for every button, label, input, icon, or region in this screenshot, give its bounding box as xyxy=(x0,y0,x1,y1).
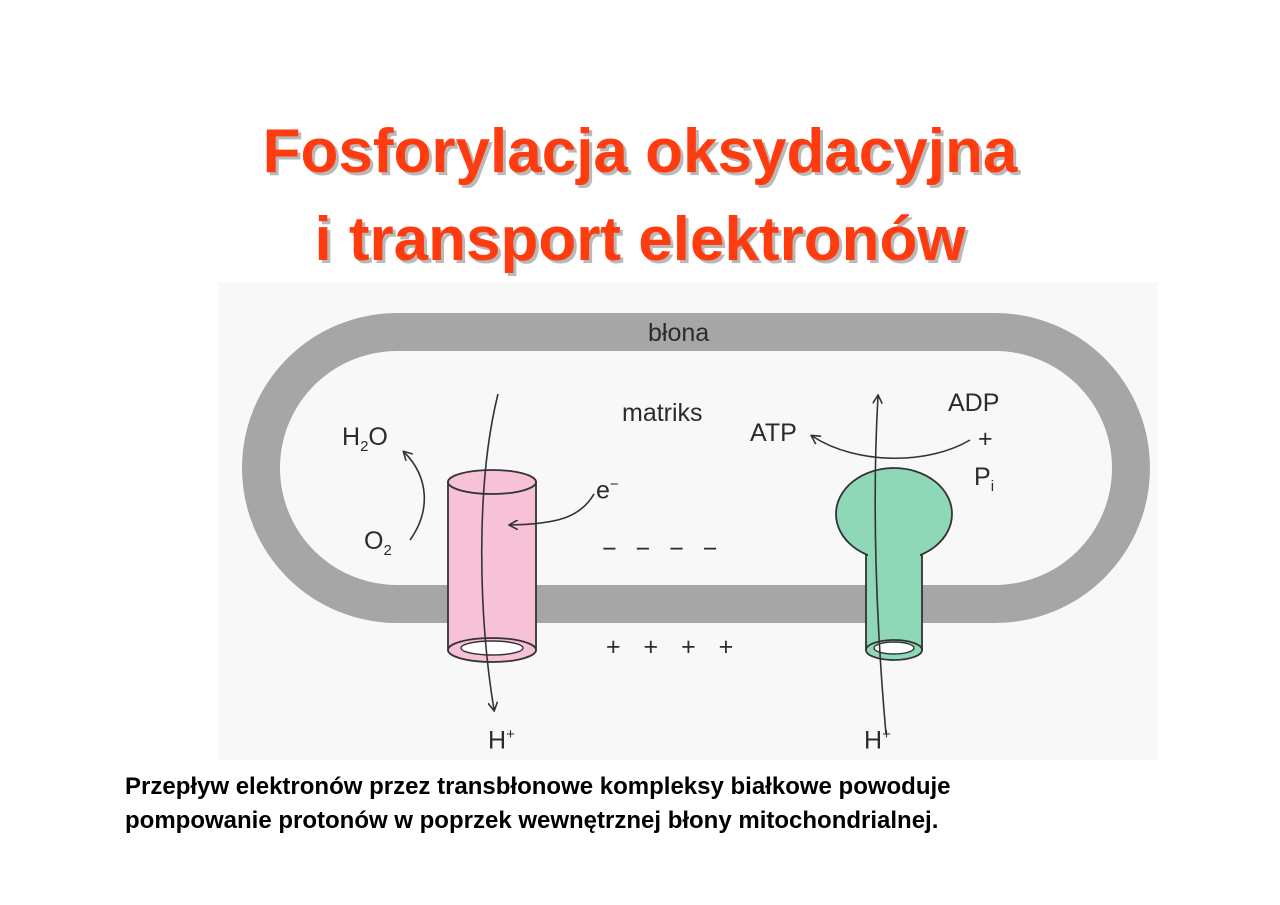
oxygen-label: O2 xyxy=(364,527,392,559)
slide-caption: Przepływ elektronów przez transbłonowe k… xyxy=(125,770,1225,838)
atp-synthesis-arrow xyxy=(812,436,971,460)
proton-right-label: H+ xyxy=(864,726,891,755)
positive-charges: + + + + xyxy=(606,633,742,661)
proton-pump-arrow xyxy=(480,393,499,710)
diagram-background xyxy=(218,282,1158,760)
oxygen-reduction-arrow xyxy=(404,452,426,541)
slide-title: Fosforylacja oksydacyjna i transport ele… xyxy=(0,108,1280,284)
adp-plus-label: + xyxy=(978,425,993,453)
phosphate-label: Pi xyxy=(974,463,995,495)
proton-left-label: H+ xyxy=(488,726,515,755)
atp-synthase xyxy=(835,467,953,661)
diagram-graphics xyxy=(242,313,1150,735)
title-line-1: Fosforylacja oksydacyjna xyxy=(262,117,1018,186)
proton-return-arrow xyxy=(875,396,887,735)
title-line-2: i transport elektronów xyxy=(314,205,966,274)
electron-transport-complex xyxy=(447,469,537,663)
water-label: H2O xyxy=(342,423,388,455)
adp-label: ADP xyxy=(948,389,1000,417)
electron-label: e− xyxy=(596,476,619,505)
caption-line-2: pompowanie protonów w poprzek wewnętrzne… xyxy=(125,807,939,834)
membrane-label: błona xyxy=(648,319,710,347)
electron-arrow xyxy=(510,493,595,525)
atp-label: ATP xyxy=(750,419,797,447)
negative-charges: − − − − xyxy=(602,535,724,563)
caption-line-1: Przepływ elektronów przez transbłonowe k… xyxy=(125,773,951,800)
mitochondrion-diagram: błona matriks H2O O2 e− ATP ADP + Pi − −… xyxy=(218,282,1158,760)
matrix-label: matriks xyxy=(622,399,703,427)
inner-membrane xyxy=(242,313,1150,623)
